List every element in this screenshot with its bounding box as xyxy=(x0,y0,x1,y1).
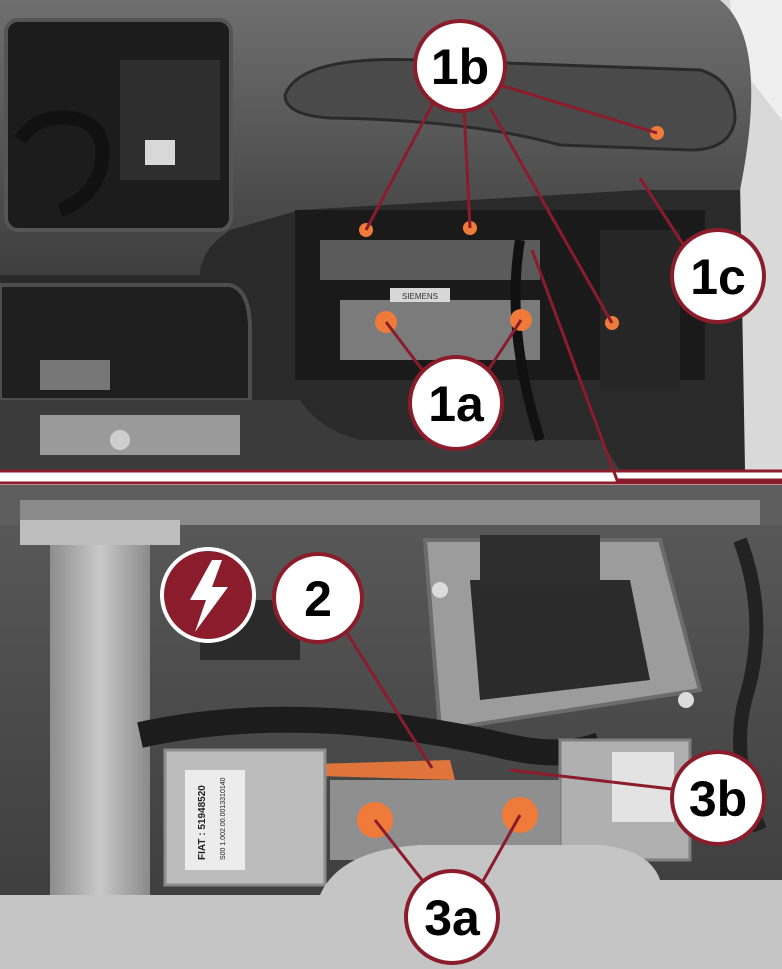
leader-divider-link xyxy=(530,249,782,482)
leader-1b-center xyxy=(462,107,472,229)
module-label xyxy=(185,770,245,870)
callout-2: 2 xyxy=(272,552,364,644)
leader-3b xyxy=(509,768,681,792)
callout-1b: 1b xyxy=(413,19,507,113)
lower-bolt xyxy=(110,430,130,450)
callout-1a-label: 1a xyxy=(428,376,485,432)
module-label-line-2: S00 1.002.00.0013310140 xyxy=(220,777,227,860)
lower-left-cavity xyxy=(0,283,252,402)
module-sticker xyxy=(390,288,450,302)
bottom-photo: FIAT : 51948520 S00 1.002.00.0013310140 xyxy=(0,485,782,969)
lower-brace xyxy=(40,415,240,455)
callout-1c: 1c xyxy=(670,228,766,324)
leader-1b-handle xyxy=(499,83,658,135)
leader-2 xyxy=(343,629,434,769)
pillar-cap xyxy=(20,520,180,545)
handle-recess xyxy=(283,57,737,152)
module-label-line-1: FIAT : 51948520 xyxy=(197,785,208,860)
callout-1a: 1a xyxy=(408,355,504,451)
dangling-cable xyxy=(510,239,545,442)
right-bracket xyxy=(600,230,680,390)
callout-3b-label: 3b xyxy=(689,771,747,827)
lightning-bolt xyxy=(190,560,228,632)
callout-1b-label: 1b xyxy=(431,39,489,95)
wire-harness-left xyxy=(14,110,110,217)
connector-block xyxy=(480,535,600,585)
lower-trim-panel xyxy=(0,845,782,969)
leader-1b-left xyxy=(364,89,442,231)
leader-3a-right xyxy=(476,814,522,891)
leader-1b-right xyxy=(488,107,614,324)
leader-3a-left xyxy=(373,819,432,891)
top-photo: SIEMENS xyxy=(0,0,782,470)
divider-gap xyxy=(0,470,782,484)
door-highlight xyxy=(730,0,782,120)
lower-bracket xyxy=(40,360,110,390)
callout-3a: 3a xyxy=(404,869,500,965)
connector-white xyxy=(145,140,175,165)
bracket-screw-top xyxy=(432,582,448,598)
module-top xyxy=(320,240,540,280)
sticker-text: SIEMENS xyxy=(402,292,438,301)
module-bracket xyxy=(340,300,540,360)
leader-1a-right xyxy=(483,319,523,376)
callout-3a-label: 3a xyxy=(424,890,481,946)
vertical-pillar xyxy=(50,525,150,915)
dash-lip xyxy=(20,500,760,525)
bracket-screw-right xyxy=(678,692,694,708)
leader-1c xyxy=(638,177,692,256)
callout-3b: 3b xyxy=(670,750,766,846)
callout-2-label: 2 xyxy=(304,571,332,627)
bracket-cutout xyxy=(470,580,650,700)
photo-divider xyxy=(0,469,782,485)
callout-1c-label: 1c xyxy=(690,249,746,305)
electric-shock-warning-icon xyxy=(160,547,256,643)
